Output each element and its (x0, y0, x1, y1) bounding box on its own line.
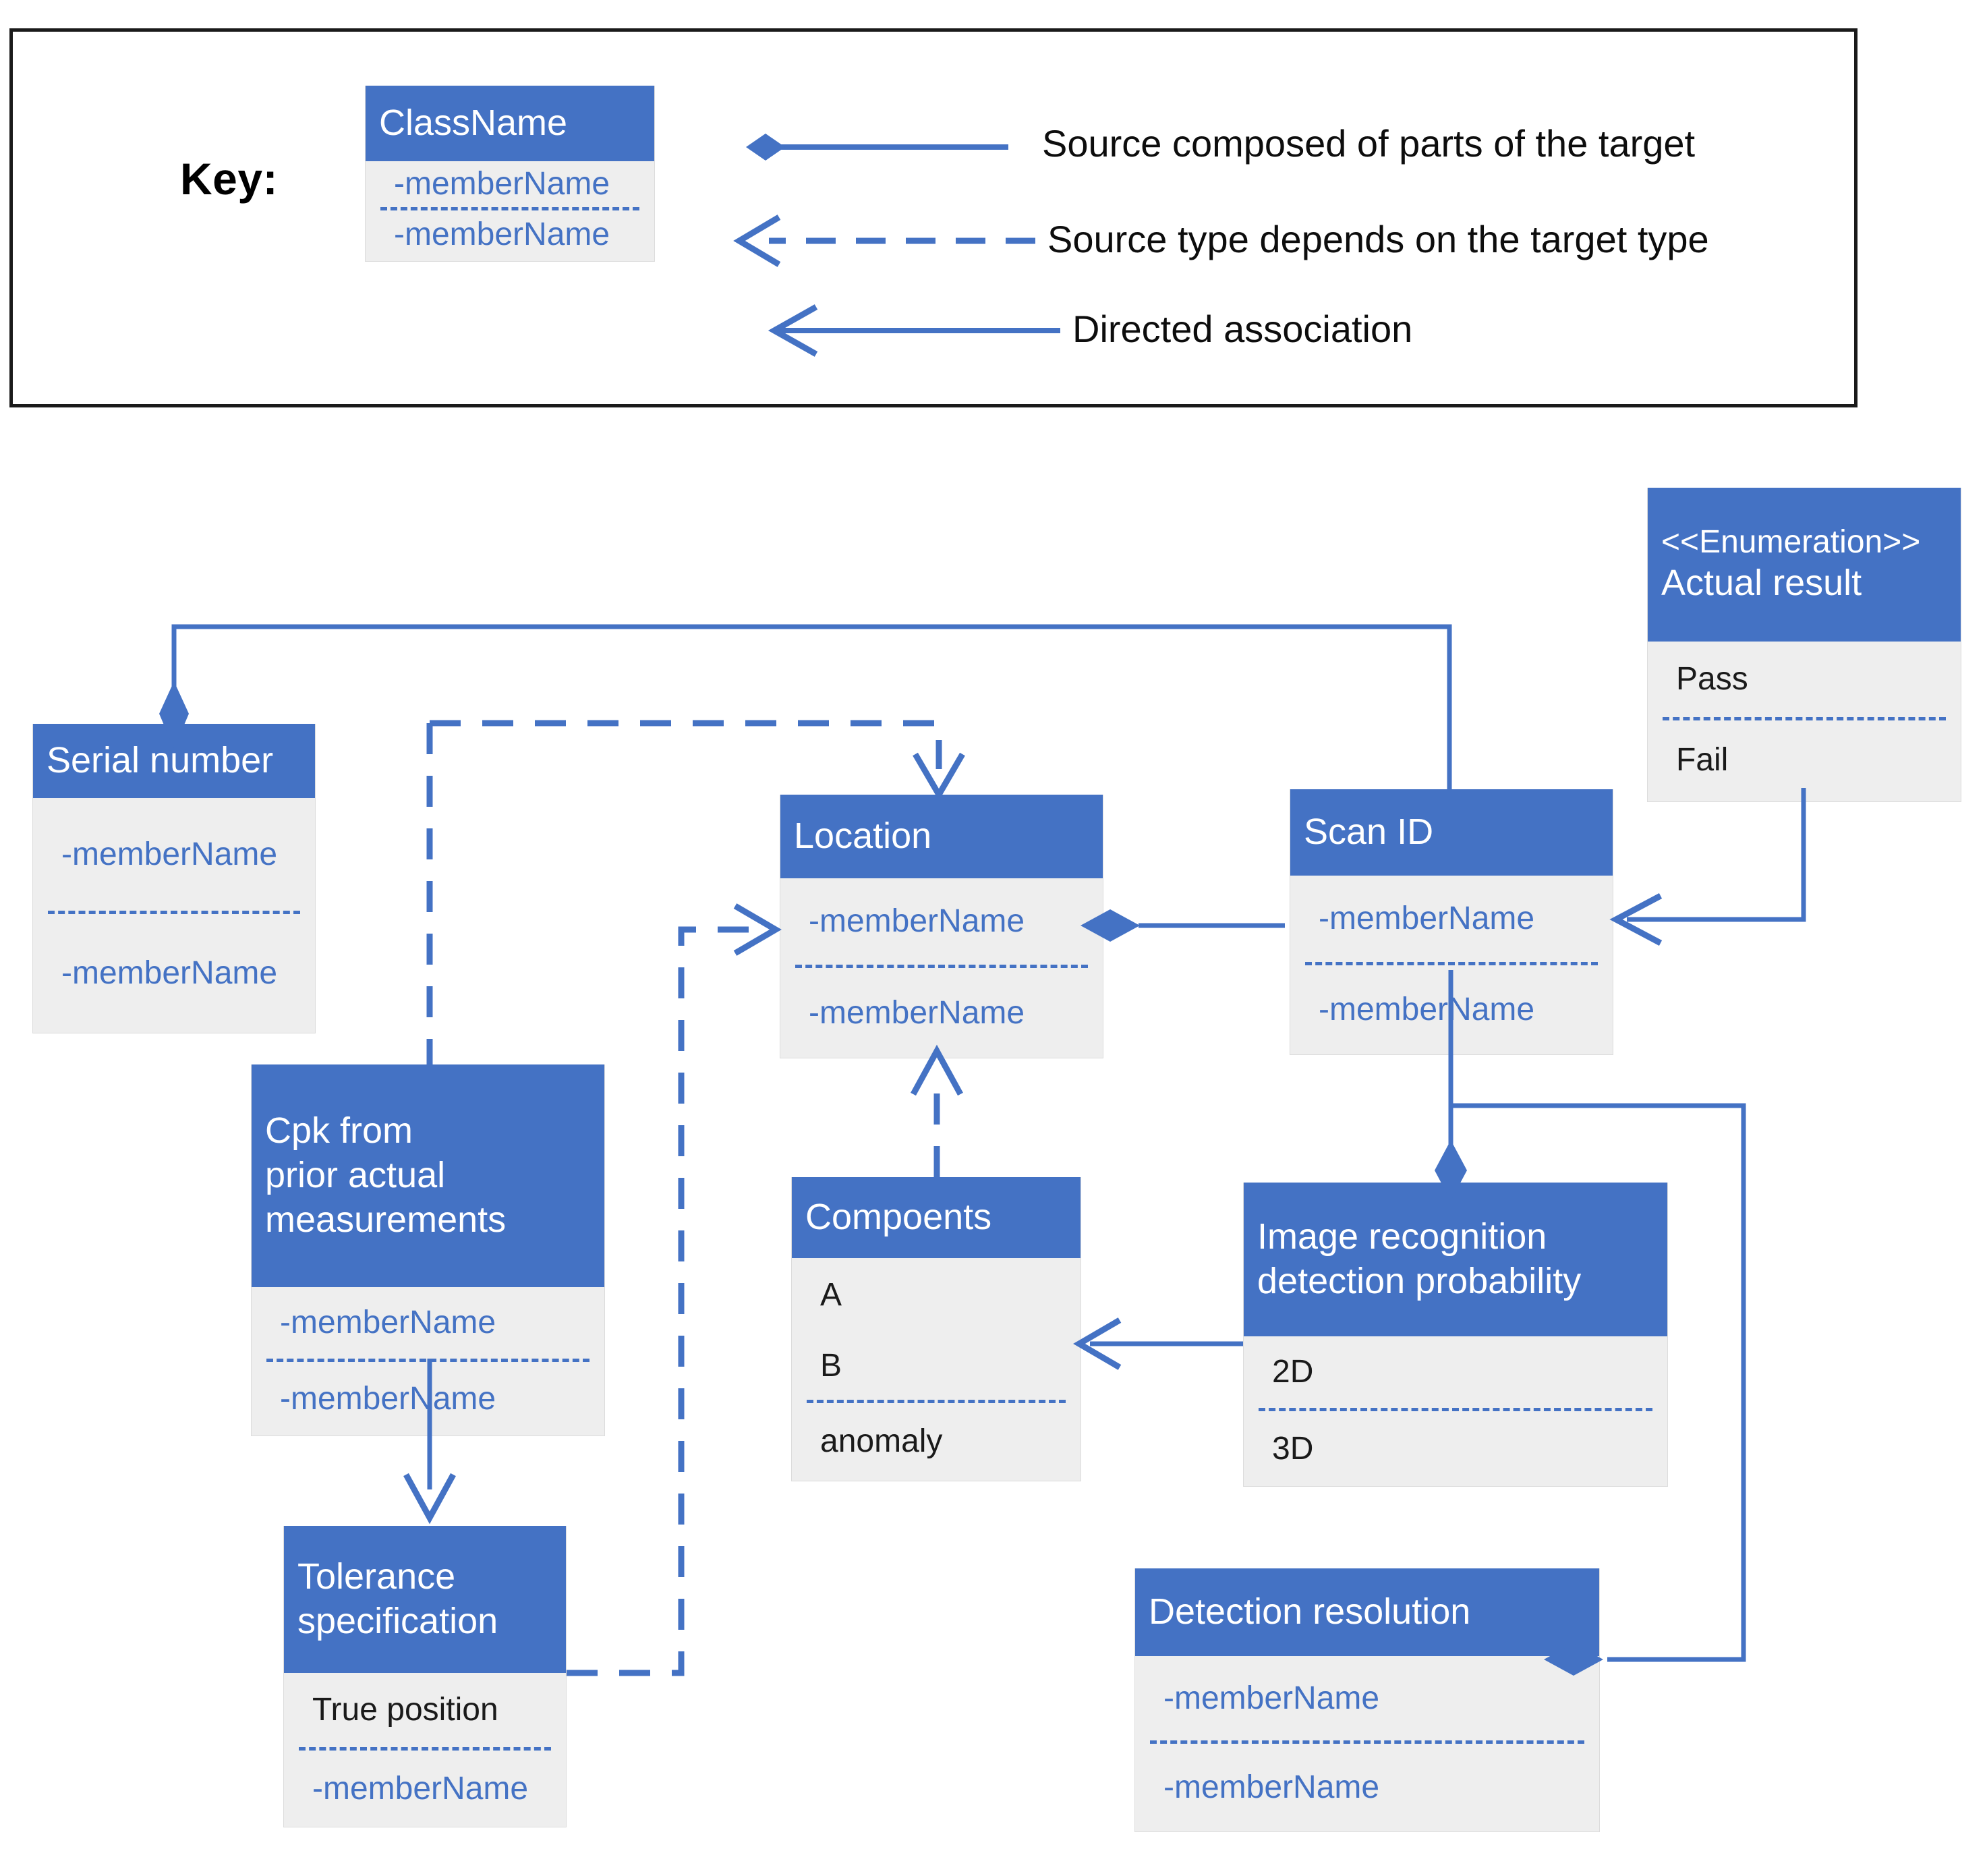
edge-dependency-compoents-to-location (911, 1044, 963, 1177)
class-body-image-recognition: 2D 3D (1244, 1336, 1667, 1486)
legend-label-composition: Source composed of parts of the target (1042, 122, 1696, 165)
class-body-compoents: A B anomaly (792, 1258, 1081, 1481)
class-box-compoents: Compoents A B anomaly (791, 1177, 1081, 1481)
class-header-cpk: Cpk from prior actual measurements (252, 1064, 604, 1287)
edge-directed-association-image-recognition-to-compoents (1073, 1317, 1243, 1370)
key-label: Key: (180, 154, 279, 204)
attribute-separator (380, 207, 639, 210)
class-title-compoents: Compoents (805, 1197, 992, 1238)
class-body-location: -memberName -memberName (780, 878, 1103, 1058)
attribute-separator (1305, 962, 1598, 965)
key-sample-class-body: -memberName -memberName (366, 161, 654, 261)
class-title-line: prior actual (265, 1155, 446, 1196)
attribute-row: -memberName (61, 955, 278, 991)
class-header-location: Location (780, 795, 1103, 878)
attribute-row: B (820, 1348, 842, 1384)
key-sample-class-title: ClassName (379, 103, 568, 144)
edge-composition-scan-id-to-serial-number (159, 624, 1452, 789)
attribute-row: A (820, 1277, 842, 1313)
legend-label-directed-association: Directed association (1072, 308, 1413, 350)
key-legend-panel: Key: (9, 28, 1858, 407)
attribute-row: True position (312, 1692, 498, 1728)
class-title-line: measurements (265, 1199, 507, 1240)
class-box-tolerance-specification: Tolerance specification True position -m… (283, 1526, 567, 1827)
class-title-line: Cpk from (265, 1110, 413, 1152)
attribute-separator (1150, 1740, 1584, 1744)
attribute-row: -memberName (280, 1305, 496, 1340)
class-body-tolerance-specification: True position -memberName (284, 1673, 566, 1827)
class-body-cpk: -memberName -memberName (252, 1287, 604, 1436)
attribute-row: -memberName (61, 836, 278, 872)
attribute-row: -memberName (809, 903, 1025, 939)
class-header-detection-resolution: Detection resolution (1135, 1568, 1599, 1656)
edge-directed-association-actual-result-to-scan-id (1609, 788, 1806, 946)
class-box-scan-id: Scan ID -memberName -memberName (1290, 789, 1613, 1055)
attribute-separator (48, 911, 300, 914)
key-sample-attribute-2: -memberName (394, 217, 610, 252)
class-body-serial-number: -memberName -memberName (33, 798, 315, 1033)
attribute-row: -memberName (280, 1381, 496, 1417)
class-box-cpk-from-prior-actual-measurements: Cpk from prior actual measurements -memb… (251, 1064, 605, 1436)
class-title-serial-number: Serial number (47, 740, 274, 781)
class-header-scan-id: Scan ID (1290, 789, 1613, 876)
key-sample-class-header: ClassName (366, 86, 654, 161)
class-body-scan-id: -memberName -memberName (1290, 876, 1613, 1054)
attribute-row: Fail (1676, 741, 1729, 778)
class-title-location: Location (794, 816, 932, 857)
attribute-row: Pass (1676, 661, 1748, 697)
attribute-row: -memberName (1319, 901, 1535, 936)
class-box-image-recognition-detection-probability: Image recognition detection probability … (1243, 1183, 1668, 1487)
class-box-serial-number: Serial number -memberName -memberName (32, 724, 316, 1033)
class-box-detection-resolution: Detection resolution -memberName -member… (1134, 1568, 1600, 1832)
edge-composition-scan-id-to-location (1081, 909, 1285, 942)
legend-label-dependency: Source type depends on the target type (1047, 218, 1709, 260)
class-body-actual-result: Pass Fail (1648, 642, 1961, 801)
class-header-serial-number: Serial number (33, 724, 315, 798)
class-header-compoents: Compoents (792, 1177, 1081, 1258)
edge-dependency-serial-number-to-location (430, 720, 965, 801)
attribute-separator (807, 1400, 1066, 1403)
attribute-separator (299, 1747, 551, 1751)
class-body-detection-resolution: -memberName -memberName (1135, 1656, 1599, 1831)
class-title-line: detection probability (1257, 1261, 1582, 1301)
attribute-row: -memberName (312, 1771, 529, 1807)
key-sample-class-box: ClassName -memberName -memberName (365, 86, 655, 262)
class-title-line: Tolerance (297, 1556, 456, 1597)
attribute-row: 2D (1272, 1354, 1314, 1390)
attribute-separator (1663, 717, 1946, 720)
key-sample-attribute-1: -memberName (394, 166, 610, 202)
class-box-location: Location -memberName -memberName (780, 795, 1103, 1058)
class-stereotype-enumeration: <<Enumeration>> (1661, 523, 1921, 560)
attribute-row: -memberName (809, 994, 1025, 1031)
class-box-actual-result: <<Enumeration>> Actual result Pass Fail (1647, 488, 1961, 802)
class-header-tolerance-specification: Tolerance specification (284, 1526, 566, 1673)
attribute-row: 3D (1272, 1431, 1314, 1467)
attribute-row: -memberName (1319, 992, 1535, 1027)
attribute-separator (795, 965, 1088, 968)
class-header-image-recognition: Image recognition detection probability (1244, 1183, 1667, 1336)
class-title-detection-resolution: Detection resolution (1149, 1591, 1471, 1632)
class-title-line: specification (297, 1601, 498, 1641)
attribute-row: -memberName (1163, 1680, 1380, 1716)
class-title-actual-result: Actual result (1661, 563, 1862, 604)
class-title-line: Image recognition (1257, 1216, 1547, 1257)
attribute-row: anomaly (820, 1423, 943, 1459)
attribute-row: -memberName (1163, 1769, 1380, 1805)
class-title-scan-id: Scan ID (1304, 812, 1434, 853)
class-header-actual-result: <<Enumeration>> Actual result (1648, 488, 1961, 642)
